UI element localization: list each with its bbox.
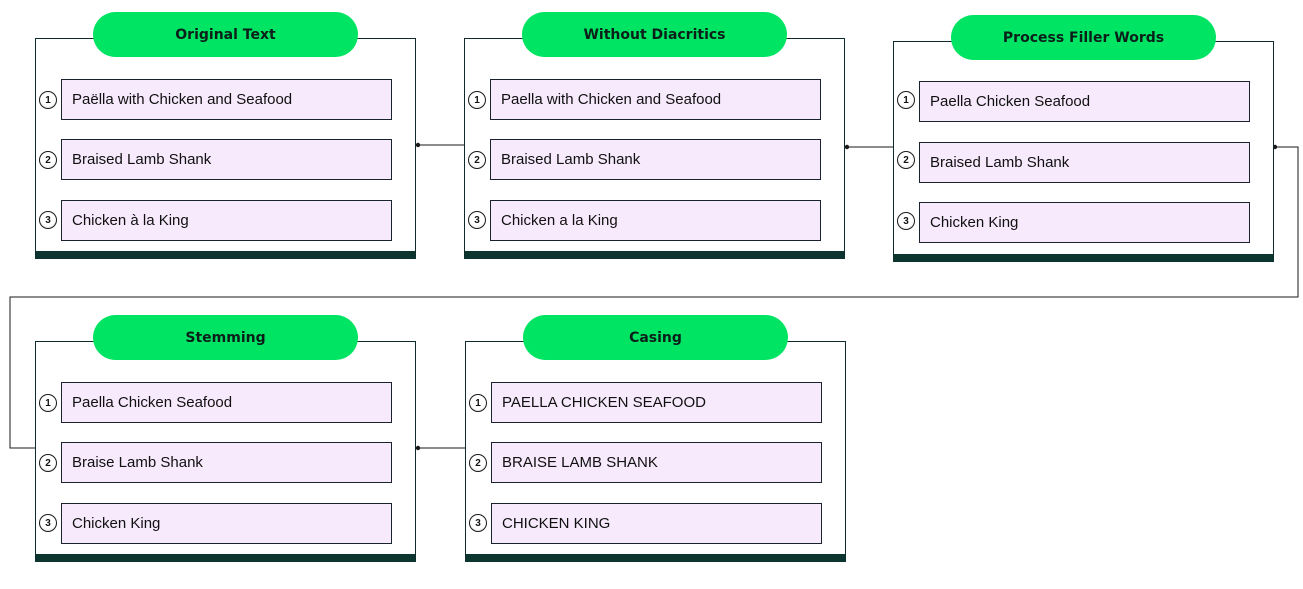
step-number-badge: 1 [469,394,487,412]
step-number-badge: 1 [897,91,915,109]
stage-panel-original-text: Paëlla with Chicken and Seafood Braised … [35,38,416,259]
item-text: CHICKEN KING [502,515,611,532]
connector-dot [844,144,850,150]
list-item: Chicken King [919,202,1250,243]
step-number-badge: 3 [39,514,57,532]
item-text: Chicken King [72,515,161,532]
step-number-badge: 3 [469,514,487,532]
step-number-badge: 3 [897,212,915,230]
step-number-badge: 3 [39,211,57,229]
item-text: Braised Lamb Shank [501,151,641,168]
list-item: PAELLA CHICKEN SEAFOOD [491,382,822,423]
connector-filler-to-stemming [9,146,1299,449]
list-item: Braise Lamb Shank [61,442,392,483]
stage-title: Original Text [93,12,358,57]
list-item: Braised Lamb Shank [61,139,392,180]
stage-panel-casing: PAELLA CHICKEN SEAFOOD BRAISE LAMB SHANK… [465,341,846,562]
stage-title: Casing [523,315,788,360]
connector-dot [415,142,421,148]
item-text: Braise Lamb Shank [72,454,203,471]
list-item: Paëlla with Chicken and Seafood [61,79,392,120]
item-text: Paëlla with Chicken and Seafood [72,91,293,108]
list-item: Paella Chicken Seafood [61,382,392,423]
step-number-badge: 1 [39,394,57,412]
step-number-badge: 2 [897,151,915,169]
list-item: Braised Lamb Shank [919,142,1250,183]
step-number-badge: 2 [469,454,487,472]
list-item: Paella with Chicken and Seafood [490,79,821,120]
stage-panel-without-diacritics: Paella with Chicken and Seafood Braised … [464,38,845,259]
step-number-badge: 2 [39,454,57,472]
list-item: Braised Lamb Shank [490,139,821,180]
list-item: Chicken a la King [490,200,821,241]
stage-panel-stemming: Paella Chicken Seafood Braise Lamb Shank… [35,341,416,562]
step-number-badge: 3 [468,211,486,229]
item-text: Chicken à la King [72,212,189,229]
stage-panel-process-filler-words: Paella Chicken Seafood Braised Lamb Shan… [893,41,1274,262]
stage-title: Process Filler Words [951,15,1216,60]
item-text: Paella Chicken Seafood [930,93,1091,110]
list-item: Chicken King [61,503,392,544]
item-text: BRAISE LAMB SHANK [502,454,658,471]
item-text: Paella Chicken Seafood [72,394,233,411]
list-item: CHICKEN KING [491,503,822,544]
stage-title: Stemming [93,315,358,360]
item-text: Chicken King [930,214,1019,231]
connector-dot [415,445,421,451]
item-text: Braised Lamb Shank [72,151,212,168]
list-item: Paella Chicken Seafood [919,81,1250,122]
item-text: PAELLA CHICKEN SEAFOOD [502,394,706,411]
item-text: Chicken a la King [501,212,618,229]
list-item: Chicken à la King [61,200,392,241]
step-number-badge: 2 [39,151,57,169]
step-number-badge: 1 [468,91,486,109]
step-number-badge: 2 [468,151,486,169]
step-number-badge: 1 [39,91,57,109]
stage-title: Without Diacritics [522,12,787,57]
item-text: Paella with Chicken and Seafood [501,91,722,108]
item-text: Braised Lamb Shank [930,154,1070,171]
list-item: BRAISE LAMB SHANK [491,442,822,483]
